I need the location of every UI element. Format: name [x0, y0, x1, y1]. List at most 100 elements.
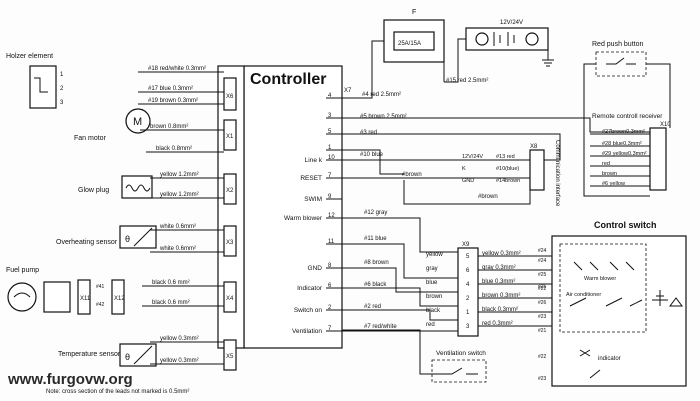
remote-wire-label: #29 yellow0.3mm²: [602, 151, 647, 157]
battery-plus-terminal: [475, 32, 489, 46]
right-wire-label: #15 red 2.5mm²: [446, 78, 488, 84]
connector-x11: [77, 279, 91, 315]
control-switch-label: Control switch: [594, 220, 657, 230]
right-wire-label: #8 brown: [364, 260, 389, 266]
x9-pin-number: 1: [466, 310, 470, 316]
x9-right-label: brown 0.3mm²: [482, 293, 520, 299]
comm-pin-wire: #13 red: [496, 154, 515, 160]
right-wire-label: #3 red: [360, 130, 377, 136]
vent-switch-label: Ventilation switch: [436, 350, 486, 357]
controller-pin-label: Warm blower: [284, 215, 323, 222]
x9-right-tag: #25: [538, 272, 547, 278]
air-cond-text: Air conditioner: [566, 292, 601, 298]
controller-pin-label: RESET: [300, 175, 322, 182]
ground-icon: [542, 59, 554, 67]
right-wire-path: [342, 217, 458, 253]
fuse-label: F: [412, 9, 416, 16]
controller-pin-label: Indicator: [297, 285, 323, 292]
right-wire-path: [342, 133, 561, 161]
right-wire-label: #12 gray: [364, 210, 387, 216]
temp-thermistor-icon: θ: [125, 352, 130, 362]
comm-pin-wire: #10(blue): [496, 166, 519, 172]
controller-pin-number: 7: [328, 173, 332, 179]
heater-element: [29, 65, 57, 109]
x9-left-label: yellow: [426, 252, 443, 258]
comm-pin-label: 12V/24V: [462, 154, 483, 160]
x9-left-label: brown: [426, 294, 442, 300]
remote-wires: #27brown0.3mm²#28 blue0.3mm²#29 yellow0.…: [590, 129, 650, 187]
heater-label: Holzer element: [6, 53, 53, 60]
left-wire-label: yellow 1.2mm²: [160, 172, 199, 178]
comm-pin-label: K: [462, 166, 466, 172]
right-wire-path: [342, 149, 404, 175]
glow-label: Glow plug: [78, 187, 109, 194]
svg-text:#41: #41: [96, 284, 105, 290]
right-wire-path: [342, 243, 458, 279]
controller-pin-number: 4: [328, 93, 332, 99]
fuse-rating: 25A/15A: [398, 41, 421, 47]
svg-text:X11: X11: [80, 296, 91, 302]
left-wire-label: #19 brown 0.3mm²: [148, 98, 198, 104]
left-wire-label: white 0.6mm²: [159, 224, 196, 230]
controller-pin-number: 1: [328, 145, 332, 151]
left-wire-label: black 0.6 mm²: [152, 300, 190, 306]
right-wire-path: [342, 287, 458, 307]
heater-coil: [34, 77, 48, 93]
right-wire-label: #4 red 2.5mm²: [362, 92, 401, 98]
x9-right-label: blue 0.3mm²: [482, 279, 515, 285]
x9-left-label: gray: [426, 266, 438, 272]
controller-pin-number: 7: [328, 326, 332, 332]
remote-wire-label: brown: [602, 171, 617, 177]
svg-text:X5: X5: [226, 354, 234, 360]
controller-pin-number: 10: [328, 155, 335, 161]
controller-pin-label: Ventilation: [292, 328, 322, 335]
svg-text:X6: X6: [226, 94, 234, 100]
right-wires: #4 red 2.5mm²#5 brown 2.5mm²#3 red#10 bl…: [342, 78, 650, 332]
overheat-label: Overheating sensor: [56, 239, 118, 246]
controller-pin-number: 5: [328, 129, 332, 135]
controller-pin-number: 3: [328, 113, 332, 119]
right-wire-label: #2 red: [364, 304, 381, 310]
svg-text:2: 2: [60, 86, 64, 92]
motor-icon: M: [133, 116, 142, 128]
left-wire-label: yellow 0.3mm²: [160, 358, 199, 364]
right-wire-label: #6 black: [364, 282, 387, 288]
control-switch-box: [551, 235, 687, 387]
pump-label: Fuel pump: [6, 267, 39, 274]
glow-plug-symbol: [121, 175, 153, 199]
right-wire-label: #brown: [478, 194, 498, 200]
fuse-element: [393, 31, 435, 51]
left-wire-label: brown 0.8mm²: [150, 124, 188, 130]
warm-blower-text: Warm blower: [584, 276, 616, 282]
svg-text:#42: #42: [96, 302, 105, 308]
left-wires: #18 red/white 0.3mm²#17 blue 0.3mm²#19 b…: [138, 66, 224, 365]
x9-left-label: red: [426, 322, 435, 328]
left-wire-label: #17 blue 0.3mm²: [148, 86, 193, 92]
fuel-pump-symbol: [7, 282, 37, 312]
x7-label: X7: [344, 88, 352, 94]
diode-icon: [669, 297, 683, 307]
left-wire-label: white 0.6mm²: [159, 246, 196, 252]
switch-dashed-area: [559, 243, 647, 333]
thermistor-icon: θ: [125, 234, 130, 244]
svg-text:X4: X4: [226, 296, 234, 302]
svg-text:X9: X9: [462, 242, 470, 248]
footer-note: Note: cross section of the leads not mar…: [46, 389, 189, 395]
x9-right-label: gray 0.3mm²: [482, 265, 516, 271]
x9-right-tag: #21: [538, 328, 547, 334]
controller-pin-label: Switch on: [294, 307, 323, 314]
x9-left-label: black: [426, 308, 441, 314]
controller-pin-number: 2: [328, 305, 332, 311]
indicator-lamp-icon: [579, 349, 591, 357]
x9-right-label: black 0.3mm²: [482, 307, 518, 313]
controller-title: Controller: [250, 71, 326, 88]
svg-text:X3: X3: [226, 240, 234, 246]
x9-pin-number: 3: [466, 324, 470, 330]
right-wire-path: [342, 117, 650, 133]
comm-pin-label: GND: [462, 178, 474, 184]
x9-right-tag: #22: [538, 286, 547, 292]
right-wire-label: #10 blue: [360, 152, 384, 158]
